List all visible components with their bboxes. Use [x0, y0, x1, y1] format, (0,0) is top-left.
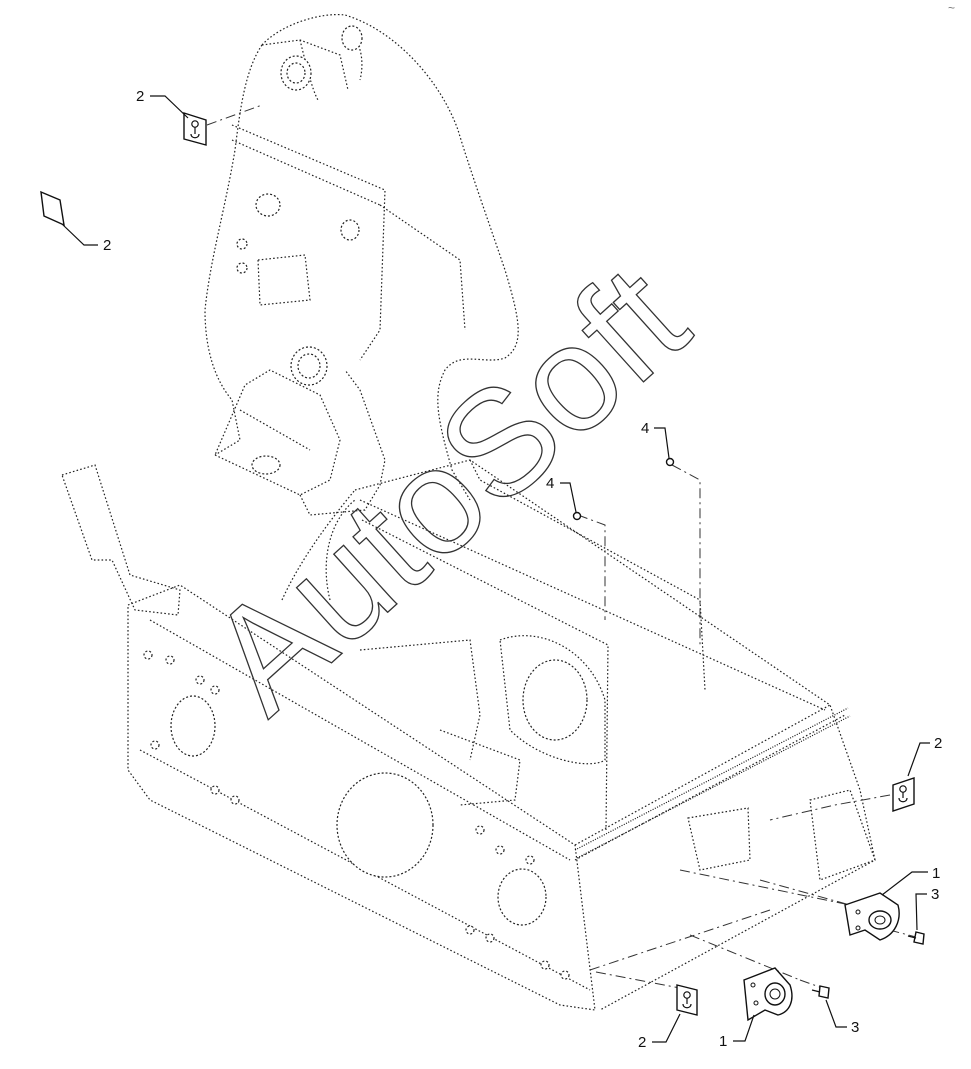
- decal-blank-icon: [40, 190, 65, 227]
- callout-c8: 1: [719, 1014, 755, 1050]
- callout-c3: 4: [641, 420, 670, 459]
- callout-label: 3: [851, 1019, 859, 1036]
- callout-label: 3: [931, 886, 939, 903]
- bolt-row: [143, 650, 570, 980]
- clip-icon: [572, 511, 582, 521]
- callout-c5: 2: [907, 735, 942, 777]
- chassis-frame: [61, 459, 876, 1011]
- tow-eye-bracket: [844, 892, 900, 941]
- decal-icon: [676, 984, 698, 1016]
- callout-label: 2: [638, 1034, 646, 1051]
- tow-eye-bracket: [743, 967, 793, 1022]
- callout-c6: 1: [881, 865, 940, 896]
- callout-c9: 3: [825, 999, 859, 1036]
- decal-icon: [183, 112, 207, 146]
- callout-label: 2: [103, 237, 111, 254]
- callout-c1: 2: [136, 88, 189, 119]
- assembly-lines: [206, 104, 921, 991]
- callout-label: 1: [719, 1033, 727, 1050]
- clip-icon: [665, 457, 675, 467]
- callout-label: 2: [136, 88, 144, 105]
- callout-label: 2: [934, 735, 942, 752]
- bolt-icon: [811, 985, 830, 999]
- watermark: AutoSoft: [177, 234, 717, 744]
- corner-mark: ~: [948, 1, 955, 15]
- decal-icon: [892, 777, 915, 812]
- callout-label: 1: [932, 865, 940, 882]
- callout-label: 4: [546, 475, 554, 492]
- loader-tower: [204, 13, 519, 601]
- callout-c10: 2: [638, 1013, 681, 1051]
- callout-c7: 3: [915, 886, 939, 931]
- callout-label: 4: [641, 420, 649, 437]
- bolt-icon: [907, 931, 925, 945]
- callout-c4: 4: [546, 475, 577, 513]
- callout-c2: 2: [61, 223, 111, 254]
